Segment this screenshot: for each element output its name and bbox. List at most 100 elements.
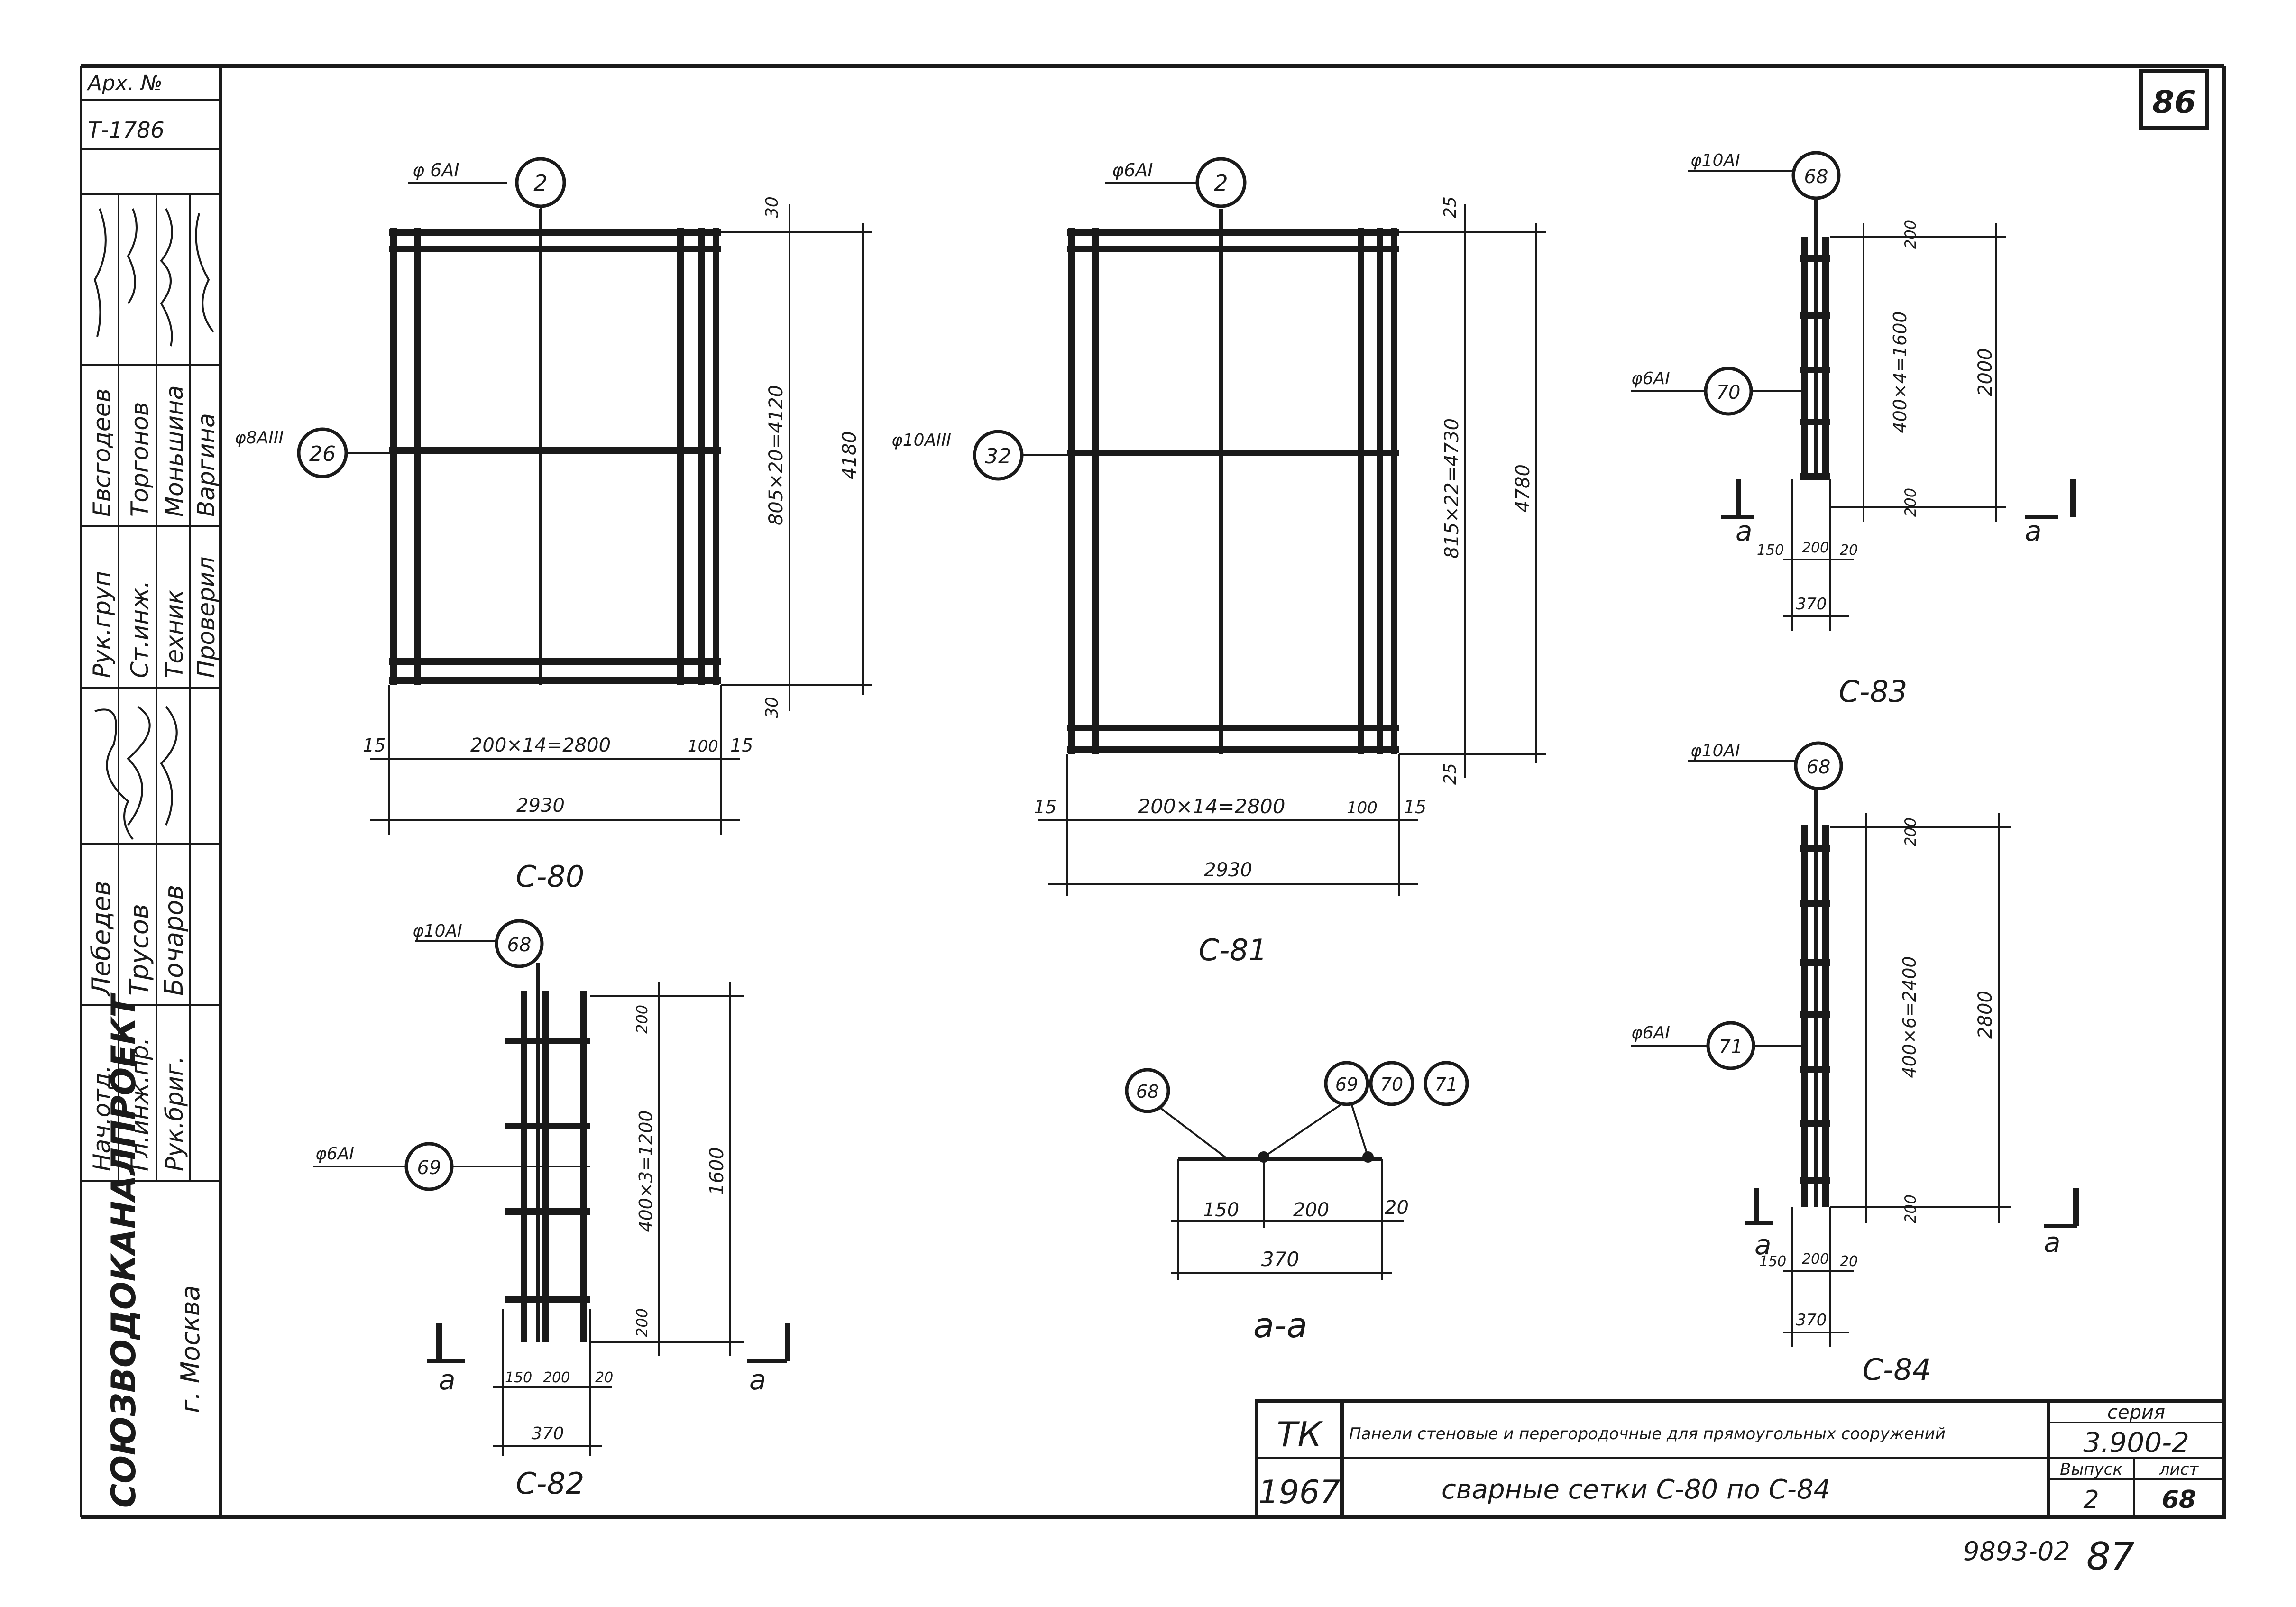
series-label: серия [2107,1402,2165,1423]
c84-w3: 20 [1840,1253,1858,1270]
organization-name: СОЮЗВОДОКАНАЛПРОЕКТ [104,992,143,1508]
sheet-number-box: 86 [2139,69,2209,130]
c80-dim-total-height: 4180 [839,431,861,479]
chief-1: Нач.отд. [88,1065,116,1171]
title-code: ТК [1277,1414,1323,1454]
issue-value: 2 [2083,1486,2099,1514]
section-name: а-а [1253,1305,1307,1345]
title-subtitle: Панели стеновые и перегородочные для пря… [1349,1424,1946,1443]
c84-dim-top: 200 [1901,817,1919,846]
c80-top-position: 2 [533,170,547,196]
c81-side-bar-label: φ10AIII [891,431,951,450]
c84-top-position: 68 [1807,756,1831,778]
role-name-3: Моньшина [161,386,188,517]
c84-dim-mid: 400×6=2400 [1899,956,1920,1078]
c80-dim-100: 100 [688,737,718,756]
c83-dim-top: 200 [1901,220,1919,249]
section-pos-71: 71 [1435,1074,1458,1095]
archive-number: Т-1786 [88,117,165,143]
c83-w-total: 370 [1796,595,1827,614]
city-name: г. Москва [175,1285,205,1413]
chief-name-2: Трусов [124,904,154,996]
c84-name: С-84 [1863,1352,1931,1387]
sheet-frame [80,64,2226,1519]
c82-w2: 200 [543,1369,570,1386]
mesh-c80: φ 6AI 2 φ8AIII 26 30 30 805×20=4120 4180… [235,157,872,894]
c84-cut-left: а [1754,1229,1772,1261]
role-3: Техник [161,590,188,678]
c84-dim-total: 2800 [1975,991,1996,1039]
c83-w2: 200 [1802,540,1829,556]
c82-w1: 150 [505,1369,532,1386]
c83-name: С-83 [1839,674,1908,709]
role-name-1: Евсгодеев [88,388,116,517]
c83-w3: 20 [1840,542,1858,559]
c80-dim-top: 30 [762,196,782,218]
c81-dim-vertical: 815×22=4730 [1441,418,1463,559]
c81-dim-total-height: 4780 [1512,464,1534,513]
series-value: 3.900-2 [2083,1426,2189,1459]
c84-w2: 200 [1802,1251,1829,1267]
c81-side-position: 32 [985,444,1011,468]
c81-top-bar-label: φ6AI [1112,160,1153,181]
section-dim-1: 150 [1203,1199,1239,1221]
role-name-2: Торгонов [126,402,154,517]
c81-top-position: 2 [1214,170,1228,196]
c81-dim-top: 25 [1441,196,1460,218]
c84-side-position: 71 [1719,1036,1743,1058]
section-pos-69: 69 [1335,1074,1358,1095]
c83-top-position: 68 [1804,166,1828,188]
c84-w1: 150 [1759,1253,1786,1270]
section-dim-total: 370 [1261,1248,1299,1271]
c81-dim-right: 15 [1404,797,1426,817]
c83-side-bar-label: φ6AI [1631,369,1670,388]
c81-name: С-81 [1199,933,1267,967]
chief-3: Рук.бриг. [161,1056,188,1171]
c80-top-bar-label: φ 6AI [413,160,459,181]
section-pos-70: 70 [1380,1074,1403,1095]
title-main: сварные сетки С-80 по С-84 [1442,1474,1830,1505]
sheet-number: 86 [2152,84,2196,120]
c80-dim-total-width: 2930 [516,795,565,817]
role-2: Ст.инж. [126,580,154,678]
c83-w1: 150 [1757,542,1784,559]
c82-dim-bottom: 200 [633,1308,651,1337]
c80-side-bar-label: φ8AIII [235,428,284,448]
c83-side-position: 70 [1717,382,1741,404]
c82-top-bar-label: φ10AI [413,921,462,941]
c83-dim-total: 2000 [1975,348,1996,396]
sheet-value: 68 [2162,1486,2196,1514]
mesh-c81: φ6AI 2 φ10AIII 32 25 25 815×22=4730 4780… [891,157,1546,967]
section-arrow-icon [2070,479,2076,517]
c82-top-position: 68 [507,934,532,956]
chief-name-1: Лебедев [86,881,116,997]
c82-side-bar-label: φ6AI [315,1144,354,1164]
c83-cut-right: а [2025,515,2042,547]
bottom-page-number: 87 [2086,1534,2135,1579]
archive-label: Арх. № [86,71,163,95]
c82-cut-right: а [749,1364,766,1396]
c81-dim-spacing: 200×14=2800 [1138,795,1286,818]
c82-side-position: 69 [417,1157,441,1179]
issue-label: Выпуск [2060,1460,2122,1479]
c83-dim-bottom: 200 [1901,488,1919,517]
mesh-c82: φ10AI 68 φ6AI 69 200 400×3=1200 200 1600… [313,919,790,1501]
role-name-4: Варгина [193,413,220,517]
role-4: Проверил [193,557,220,678]
c82-name: С-82 [516,1466,585,1501]
section-arrow-icon [436,1323,442,1361]
section-dim-2: 200 [1293,1199,1329,1221]
chief-2: Гл.инж.пр. [126,1038,154,1171]
bottom-stamp: 9893-02 [1963,1536,2070,1566]
section-arrow-icon [1754,1188,1759,1223]
chief-name-3: Бочаров [159,885,189,996]
c80-dim-spacing: 200×14=2800 [470,735,611,756]
c84-dim-bottom: 200 [1901,1194,1919,1223]
title-year: 1967 [1258,1474,1340,1511]
c81-dim-bottom: 25 [1441,763,1460,785]
c83-top-bar-label: φ10AI [1690,151,1740,170]
c81-dim-100: 100 [1347,799,1378,817]
c82-w-total: 370 [532,1424,564,1443]
role-1: Рук.груп [88,571,116,678]
